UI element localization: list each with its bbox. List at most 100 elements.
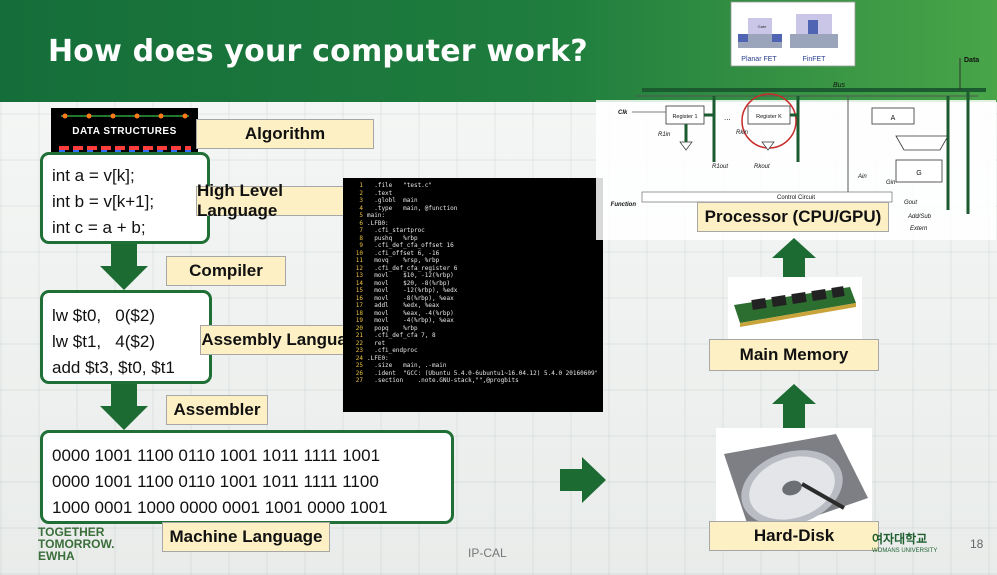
- asm-text: .LFE0:: [367, 354, 389, 362]
- asm-text: main:: [367, 212, 386, 219]
- asm-text: movq %rsp, %rbp: [367, 257, 440, 264]
- asm-line: 25 .size main, .-main: [349, 362, 597, 370]
- right-arrow-icon: [560, 457, 606, 503]
- line-number: 18: [355, 309, 363, 317]
- asm-line: 3 .globl main: [349, 197, 597, 205]
- page-number: 18: [970, 537, 984, 551]
- line-number: 24: [355, 354, 363, 362]
- algorithm-label: Algorithm: [196, 119, 374, 149]
- linked-list-icon: [59, 113, 191, 152]
- asm-line: 20 popq %rbp: [349, 325, 597, 333]
- up-arrow-icon: [772, 238, 816, 280]
- line-number: 10: [355, 249, 363, 257]
- assembler-label: Assembler: [166, 395, 268, 425]
- asm-line: 1 .file "test.c": [349, 182, 597, 190]
- code-line: int b = v[k+1];: [52, 192, 155, 211]
- data-structures-graphic: DATA STRUCTURES: [51, 108, 198, 156]
- line-number: 17: [355, 302, 363, 309]
- extern-label: Extern: [910, 226, 928, 232]
- ewha-logo: TOGETHER TOMORROW. EWHA: [38, 526, 114, 562]
- ain-label: Ain: [857, 174, 867, 180]
- asm-line: 7 .cfi_startproc: [349, 227, 597, 235]
- code-line: 0000 1001 1100 0110 1001 1011 1111 1100: [52, 472, 379, 491]
- asm-line: 26 .ident "GCC: (Ubuntu 5.4.0-6ubuntu1~1…: [349, 370, 597, 378]
- register-k-label: Register K: [756, 114, 782, 120]
- planar-fet-icon: [738, 18, 782, 48]
- asm-text: movl $20, -8(%rbp): [367, 279, 451, 287]
- data-structures-label: DATA STRUCTURES: [72, 126, 177, 137]
- asm-text: movl %eax, -4(%rbp): [367, 309, 454, 317]
- rkout-label: Rkout: [754, 164, 770, 170]
- asm-text: .ident "GCC: (Ubuntu 5.4.0-6ubuntu1~16.0…: [367, 369, 597, 377]
- asm-line: 27 .section .note.GNU-stack,"",@progbits: [349, 377, 597, 385]
- rkin-label: Rkin: [736, 130, 749, 136]
- planar-fet-label: Planar FET: [741, 56, 777, 63]
- asm-text: .cfi_endproc: [367, 347, 418, 354]
- finfet-icon: [790, 14, 838, 48]
- asm-text: .cfi_def_cfa_offset 16: [367, 242, 454, 249]
- clk-label: Clk: [618, 110, 628, 116]
- university-subtitle: WOMANS UNIVERSITY: [872, 548, 938, 554]
- code-line: int a = v[k];: [52, 166, 135, 185]
- line-number: 14: [355, 279, 363, 287]
- dots-label: ...: [724, 113, 731, 122]
- asm-text: .LFB0:: [367, 219, 389, 227]
- asm-text: movl $10, -12(%rbp): [367, 272, 454, 279]
- processor-label: Processor (CPU/GPU): [697, 202, 889, 232]
- r1in-label: R1in: [658, 132, 671, 138]
- asm-line: 18 movl %eax, -4(%rbp): [349, 310, 597, 318]
- asm-text: pushq %rbp: [367, 234, 418, 242]
- asm-text: movl -8(%rbp), %eax: [367, 294, 454, 302]
- asm-line: 16 movl -8(%rbp), %eax: [349, 295, 597, 303]
- line-number: 16: [355, 294, 363, 302]
- code-line: lw $t1, 4($2): [52, 332, 155, 351]
- asm-line: 23 .cfi_endproc: [349, 347, 597, 355]
- line-number: 21: [355, 332, 363, 339]
- asm-text: .cfi_def_cfa 7, 8: [367, 332, 436, 339]
- asm-line: 6 .LFB0:: [349, 220, 597, 228]
- line-number: 6: [359, 219, 363, 227]
- code-line: int c = a + b;: [52, 218, 146, 237]
- asm-line: 9 .cfi_def_cfa_offset 16: [349, 242, 597, 250]
- asm-text: movl -12(%rbp), %edx: [367, 287, 458, 294]
- line-number: 25: [355, 362, 363, 369]
- assembly-language-label: Assembly Language: [200, 325, 368, 355]
- function-label: Function: [611, 202, 637, 208]
- footer-lab-name: IP-CAL: [468, 546, 507, 560]
- asm-line: 2 .text: [349, 190, 597, 198]
- line-number: 11: [355, 257, 363, 264]
- line-number: 9: [359, 242, 363, 249]
- asm-line: 24 .LFE0:: [349, 355, 597, 363]
- asm-line: 10 .cfi_offset 6, -16: [349, 250, 597, 258]
- line-number: 4: [359, 204, 363, 212]
- line-number: 26: [355, 369, 363, 377]
- code-line: 0000 1001 1100 0110 1001 1011 1111 1001: [52, 446, 381, 465]
- assembly-code-box: lw $t0, 0($2) lw $t1, 4($2) add $t3, $t0…: [40, 290, 212, 384]
- asm-text: .size main, .-main: [367, 362, 447, 369]
- line-number: 1: [359, 182, 363, 189]
- gate-label: Gate: [758, 24, 767, 29]
- asm-text: movl -4(%rbp), %eax: [367, 317, 454, 324]
- asm-text: ret: [367, 339, 386, 347]
- control-circuit-label: Control Circuit: [777, 195, 815, 201]
- code-line: 1000 0001 1000 0000 0001 1001 0000 1001: [52, 498, 388, 517]
- asm-text: .cfi_startproc: [367, 227, 425, 234]
- asm-text: .cfi_def_cfa_register 6: [367, 264, 458, 272]
- machine-language-label: Machine Language: [162, 522, 330, 552]
- memory-module-image: [728, 277, 862, 339]
- asm-line: 12 .cfi_def_cfa_register 6: [349, 265, 597, 273]
- line-number: 23: [355, 347, 363, 354]
- up-arrow-icon: [772, 384, 816, 428]
- logo-line: EWHA: [38, 549, 75, 563]
- r1out-label: R1out: [712, 164, 728, 170]
- logo-line: TOGETHER: [38, 525, 105, 539]
- register-g-label: G: [916, 170, 921, 177]
- asm-line: 22 ret: [349, 340, 597, 348]
- asm-line: 21 .cfi_def_cfa 7, 8: [349, 332, 597, 340]
- line-number: 7: [359, 227, 363, 234]
- gin-label: Gin: [886, 180, 896, 186]
- asm-line: 17 addl %edx, %eax: [349, 302, 597, 310]
- asm-line: 19 movl -4(%rbp), %eax: [349, 317, 597, 325]
- asm-line: 4 .type main, @function: [349, 205, 597, 213]
